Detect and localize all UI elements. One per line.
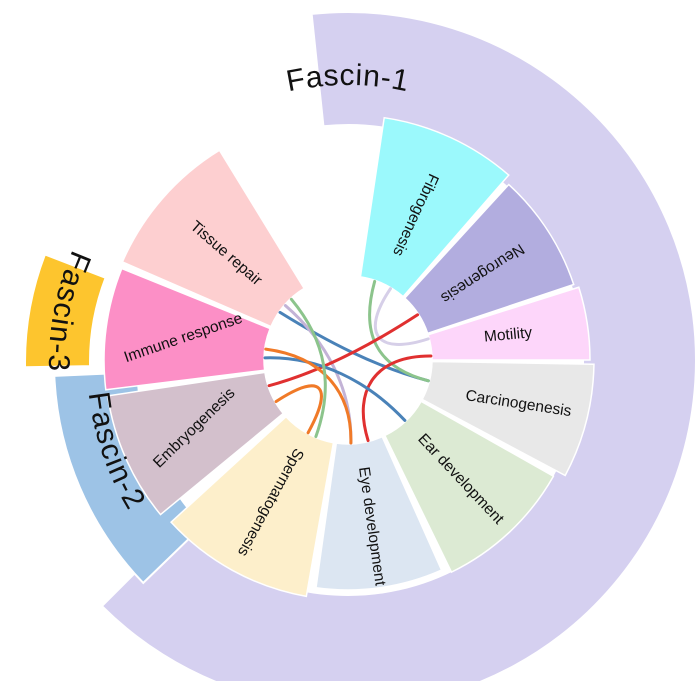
link-embryogenesis-to-spermatogenesis [274,384,323,435]
link-immune-response-to-eye-development [264,347,353,445]
segment-ear-development [383,400,555,574]
link-motility-to-eye-development [361,354,433,443]
segment-spermatogenesis [169,415,335,598]
link-immune-response-to-ear-development [263,356,407,422]
group-label-fascin-1: Fascin-1 [284,59,413,98]
segment-neurogenesis [403,183,575,335]
segment-carcinogenesis [421,360,595,477]
segment-fibrogenesis [359,116,510,298]
link-chords [263,279,433,445]
group-ring [24,11,696,686]
link-neurogenesis-to-embryogenesis [267,313,420,388]
segment-eye-development [315,435,443,591]
link-fibrogenesis-to-carcinogenesis [368,279,430,383]
link-tissue-repair-to-spermatogenesis [289,297,327,439]
process-ring [103,116,595,598]
segment-label-motility: Motility [483,324,533,345]
group-sector-fascin-3 [24,253,107,369]
